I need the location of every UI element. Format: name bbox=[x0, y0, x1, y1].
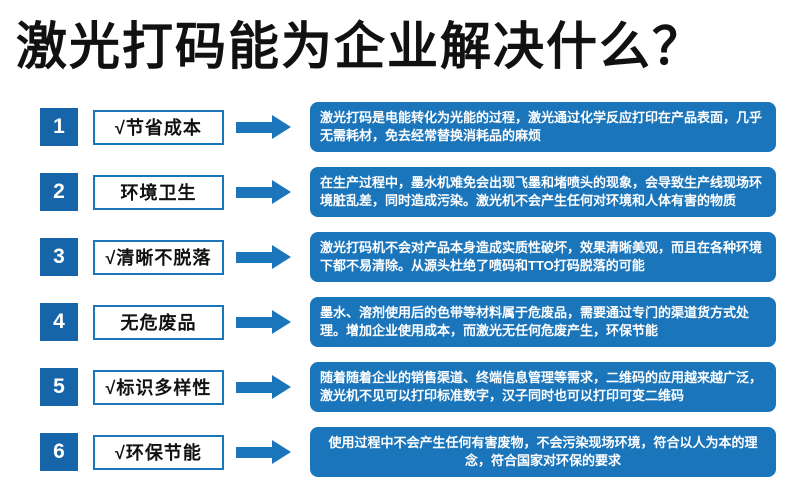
benefit-description: 激光打码机不会对产品本身造成实质性破坏，效果清晰美观，而且在各种环境下都不易清除… bbox=[310, 232, 776, 283]
benefit-row-3: 3 √清晰不脱落 激光打码机不会对产品本身造成实质性破坏，效果清晰美观，而且在各… bbox=[40, 232, 776, 283]
arrow-right-icon bbox=[236, 239, 296, 275]
page-title: 激光打码能为企业解决什么？ bbox=[16, 18, 706, 75]
arrow-right-icon bbox=[236, 109, 296, 145]
benefit-row-2: 2 环境卫生 在生产过程中，墨水机难免会出现飞墨和堵喷头的现象，会导致生产线现场… bbox=[40, 167, 776, 218]
row-number-badge: 5 bbox=[40, 368, 78, 407]
benefit-description: 随着随着企业的销售渠道、终端信息管理等需求，二维码的应用越来越广泛，激光机不见可… bbox=[310, 362, 776, 413]
row-number-badge: 2 bbox=[40, 173, 78, 212]
benefit-label: 环境卫生 bbox=[93, 174, 224, 210]
arrow-right-icon bbox=[236, 304, 296, 340]
row-number-badge: 3 bbox=[40, 238, 78, 277]
benefit-row-6: 6 √环保节能 使用过程中不会产生任何有害废物，不会污染现场环境，符合以人为本的… bbox=[40, 427, 776, 478]
arrow-right-icon bbox=[236, 174, 296, 210]
benefit-description: 在生产过程中，墨水机难免会出现飞墨和堵喷头的现象，会导致生产线现场环境脏乱差，同… bbox=[310, 167, 776, 218]
benefit-label: √环保节能 bbox=[93, 434, 224, 470]
row-number-badge: 1 bbox=[40, 108, 78, 147]
arrow-right-icon bbox=[236, 369, 296, 405]
benefit-rows: 1 √节省成本 激光打码是电能转化为光能的过程，激光通过化学反应打印在产品表面，… bbox=[12, 102, 778, 478]
row-number-badge: 4 bbox=[40, 303, 78, 342]
benefit-description: 激光打码是电能转化为光能的过程，激光通过化学反应打印在产品表面，几乎无需耗材，免… bbox=[310, 102, 776, 153]
benefit-label: √清晰不脱落 bbox=[93, 239, 224, 275]
benefit-label: 无危废品 bbox=[93, 304, 224, 340]
benefit-label: √标识多样性 bbox=[93, 369, 224, 405]
row-number-badge: 6 bbox=[40, 433, 78, 472]
benefit-row-5: 5 √标识多样性 随着随着企业的销售渠道、终端信息管理等需求，二维码的应用越来越… bbox=[40, 362, 776, 413]
benefit-description: 使用过程中不会产生任何有害废物，不会污染现场环境，符合以人为本的理念，符合国家对… bbox=[310, 427, 776, 478]
benefit-label: √节省成本 bbox=[93, 109, 224, 145]
benefit-row-4: 4 无危废品 墨水、溶剂使用后的色带等材料属于危废品，需要通过专门的渠道货方式处… bbox=[40, 297, 776, 348]
benefit-row-1: 1 √节省成本 激光打码是电能转化为光能的过程，激光通过化学反应打印在产品表面，… bbox=[40, 102, 776, 153]
benefit-description: 墨水、溶剂使用后的色带等材料属于危废品，需要通过专门的渠道货方式处理。增加企业使… bbox=[310, 297, 776, 348]
arrow-right-icon bbox=[236, 434, 296, 470]
